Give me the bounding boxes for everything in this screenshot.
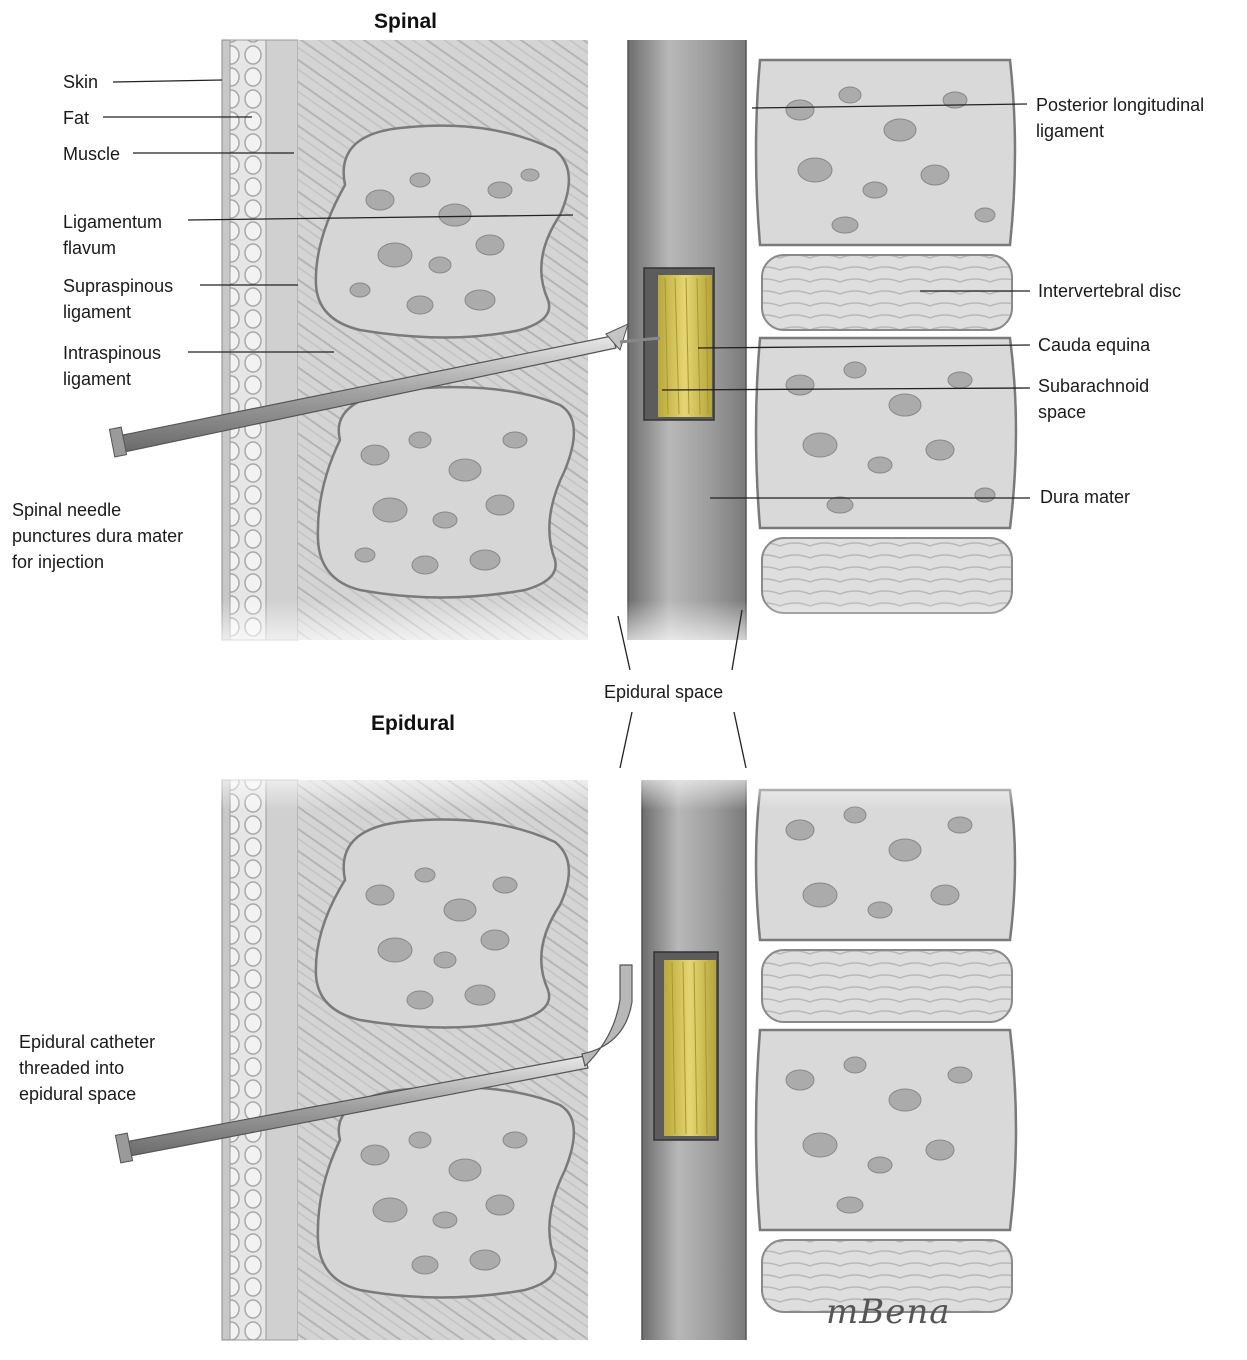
label-line: space — [1038, 399, 1149, 425]
label-epidural-space: Epidural space — [604, 679, 723, 705]
artist-signature: mBena — [826, 1292, 951, 1332]
label-supraspinous-ligament: Supraspinous ligament — [63, 273, 173, 325]
label-line: Intraspinous — [63, 340, 161, 366]
label-cauda-equina: Cauda equina — [1038, 332, 1150, 358]
label-posterior-longitudinal-ligament: Posterior longitudinal ligament — [1036, 92, 1204, 144]
label-skin: Skin — [63, 69, 98, 95]
label-line: Subarachnoid — [1038, 373, 1149, 399]
label-line: ligament — [63, 299, 173, 325]
label-line: ligament — [1036, 118, 1204, 144]
label-ligamentum-flavum: Ligamentum flavum — [63, 209, 162, 261]
epidural-panel — [115, 780, 1016, 1340]
label-spinal-needle: Spinal needle punctures dura mater for i… — [12, 497, 183, 575]
label-line: Spinal needle — [12, 497, 183, 523]
label-dura-mater: Dura mater — [1040, 484, 1130, 510]
spinal-panel — [109, 40, 1016, 640]
label-fat: Fat — [63, 105, 89, 131]
spinal-title: Spinal — [374, 10, 437, 34]
label-subarachnoid-space: Subarachnoid space — [1038, 373, 1149, 425]
label-line: threaded into — [19, 1055, 155, 1081]
label-line: for injection — [12, 549, 183, 575]
label-muscle: Muscle — [63, 141, 120, 167]
label-line: epidural space — [19, 1081, 155, 1107]
label-line: ligament — [63, 366, 161, 392]
label-line: Epidural catheter — [19, 1029, 155, 1055]
label-line: Posterior longitudinal — [1036, 92, 1204, 118]
label-intraspinous-ligament: Intraspinous ligament — [63, 340, 161, 392]
label-line: punctures dura mater — [12, 523, 183, 549]
label-line: Supraspinous — [63, 273, 173, 299]
label-epidural-catheter: Epidural catheter threaded into epidural… — [19, 1029, 155, 1107]
label-line: flavum — [63, 235, 162, 261]
label-line: Ligamentum — [63, 209, 162, 235]
label-intervertebral-disc: Intervertebral disc — [1038, 278, 1181, 304]
epidural-title: Epidural — [371, 712, 455, 736]
